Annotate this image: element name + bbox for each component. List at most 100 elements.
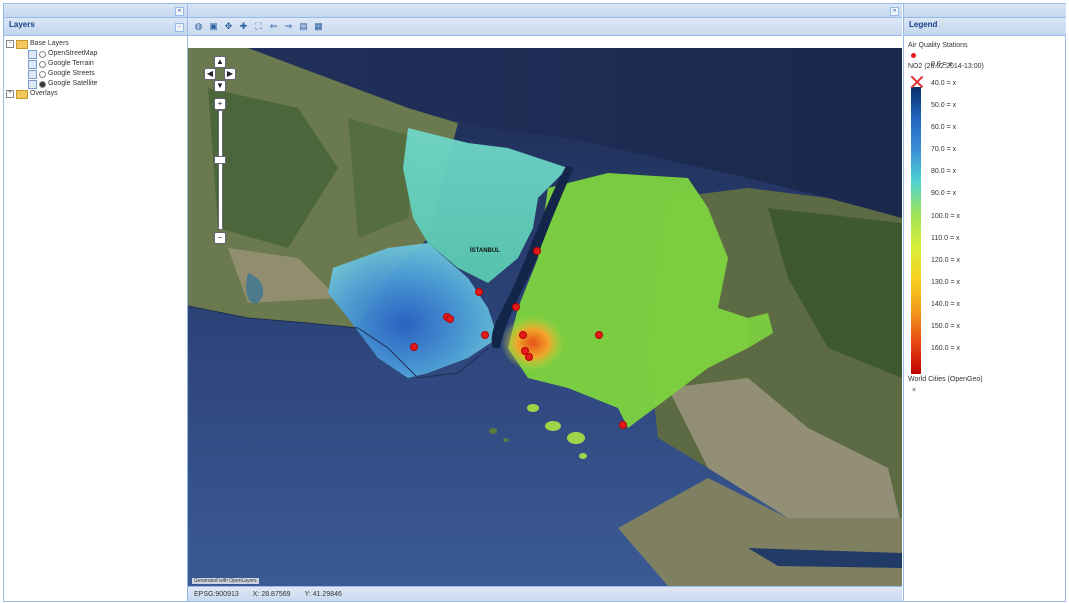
center-top-strip: » [188,4,902,18]
scale-label: 130.0 = x [931,278,960,286]
scale-label: 120.0 = x [931,256,960,264]
layers-panel: « Layers - - Base Layers OpenStreetMap G… [4,4,188,601]
station-symbol-icon [911,53,916,58]
layer-radio[interactable] [39,60,46,68]
layer-radio[interactable] [39,70,46,78]
zoom-out-button[interactable]: − [214,232,226,244]
no2-legend-title: NO2 (26.02.2014-13:00) [908,63,984,70]
expander-icon[interactable]: - [6,40,14,48]
legend-header: Legend [904,18,1066,36]
projection-readout: EPSG:900913 [194,591,239,598]
station-marker[interactable] [619,421,627,429]
station-marker[interactable] [410,343,418,351]
tree-node-openstreetmap[interactable]: OpenStreetMap [6,49,185,59]
tree-node-label: Google Terrain [48,60,94,67]
legend-title: Legend [909,20,938,29]
tree-node-google-streets[interactable]: Google Streets [6,69,185,79]
station-marker[interactable] [481,331,489,339]
layer-radio-selected[interactable] [39,80,46,88]
layers-title: Layers [9,20,35,29]
pan-down-icon[interactable]: ▼ [214,80,226,92]
layer-tree: - Base Layers OpenStreetMap Google Terra… [4,36,187,102]
tree-node-google-satellite[interactable]: Google Satellite [6,79,185,89]
layer-icon [28,49,37,59]
scale-label: 40.0 = x [931,80,957,87]
pan-icon[interactable]: ✥ [224,21,233,31]
tree-node-base-layers[interactable]: - Base Layers [6,39,185,49]
zoom-extent-icon[interactable]: ⛶ [255,21,262,31]
tree-node-label: Google Satellite [48,80,98,87]
nodata-x-icon [910,75,924,89]
station-marker[interactable] [519,331,527,339]
tree-node-google-terrain[interactable]: Google Terrain [6,59,185,69]
pan-up-icon[interactable]: ▲ [214,56,226,68]
scale-label: 100.0 = x [931,212,960,220]
scale-label: 80.0 = x [931,168,957,176]
scale-labels: 0.0 = x 40.0 = x 50.0 = x 60.0 = x 70.0 = x 8… [931,61,960,374]
pan-right-icon[interactable]: ▶ [224,68,236,80]
map-attribution[interactable]: Generated with OpenLayers [192,578,259,584]
x-coordinate-readout: X: 28.87569 [252,591,291,598]
no2-color-scale: 0.0 = x 40.0 = x 50.0 = x 60.0 = x 70.0 = x 8… [908,61,1062,374]
right-top-strip [904,4,1066,18]
scale-label: 90.0 = x [931,190,957,198]
print-icon[interactable]: ▦ [314,21,323,31]
layer-icon [28,79,37,89]
back-icon[interactable]: ⇐ [269,21,278,31]
layer-icon [28,59,37,69]
zoom-in-icon[interactable]: ✚ [239,21,248,31]
layer-radio[interactable] [39,50,46,58]
tree-node-overlays[interactable]: + Overlays [6,89,185,99]
station-marker[interactable] [446,315,454,323]
pan-left-icon[interactable]: ◀ [204,68,216,80]
legend-body: Air Quality Stations NO2 (26.02.2014-13:… [904,36,1066,400]
satellite-map [188,48,902,586]
tree-node-label: Base Layers [30,40,69,47]
station-marker[interactable] [512,303,520,311]
zoom-box-icon[interactable]: ▣ [209,21,218,31]
tree-node-label: OpenStreetMap [48,50,98,57]
world-cities-title: World Cities (OpenGeo) [908,376,983,383]
map-panel: » ◍ ▣ ✥ ✚ ⛶ ⇐ ⇒ ▤ ▦ [188,4,902,601]
collapse-layers-icon[interactable]: - [175,23,184,32]
stations-legend-title: Air Quality Stations [908,42,968,49]
collapse-right-icon[interactable]: » [890,7,899,16]
scale-label: 110.0 = x [931,234,960,242]
expander-icon[interactable]: + [6,90,14,98]
scale-label: 160.0 = x [931,345,960,353]
color-ramp [911,87,921,374]
scale-label: 70.0 = x [931,146,957,154]
station-marker[interactable] [525,353,533,361]
zoom-in-button[interactable]: + [214,98,226,110]
app-frame: « Layers - - Base Layers OpenStreetMap G… [3,3,1066,602]
legend-panel: Legend Air Quality Stations NO2 (26.02.2… [903,4,1066,601]
folder-icon [16,39,28,49]
map-toolbar: ◍ ▣ ✥ ✚ ⛶ ⇐ ⇒ ▤ ▦ [188,18,902,36]
collapse-left-icon[interactable]: « [175,7,184,16]
scale-label: 140.0 = x [931,300,960,308]
globe-icon[interactable]: ◍ [194,21,203,31]
station-marker[interactable] [475,288,483,296]
scale-label: 0.0 = x [931,61,953,68]
y-coordinate-readout: Y: 41.29846 [304,591,342,598]
scale-label: 150.0 = x [931,323,960,331]
zoom-slider-track[interactable] [218,110,223,230]
forward-icon[interactable]: ⇒ [284,21,293,31]
left-top-strip: « [4,4,187,18]
layer-props-icon[interactable]: ▤ [299,21,308,31]
city-label: İSTANBUL [470,248,500,254]
tree-node-label: Overlays [30,90,58,97]
pan-zoom-control: ▲ ◀ ▶ ▼ + − [204,56,236,246]
scale-label: 60.0 = x [931,124,957,132]
scale-label: 50.0 = x [931,102,957,110]
layers-header: Layers - [4,18,187,36]
station-marker[interactable] [595,331,603,339]
map-viewport[interactable]: İSTANBUL ▲ ◀ ▶ ▼ + − Generated with Open… [188,48,902,586]
station-marker[interactable] [533,247,541,255]
world-cities-symbol-icon: × [912,387,917,394]
folder-icon [16,89,28,99]
status-bar: EPSG:900913 X: 28.87569 Y: 41.29846 [188,586,902,601]
tree-node-label: Google Streets [48,70,95,77]
zoom-slider-handle[interactable] [214,156,226,164]
layer-icon [28,69,37,79]
